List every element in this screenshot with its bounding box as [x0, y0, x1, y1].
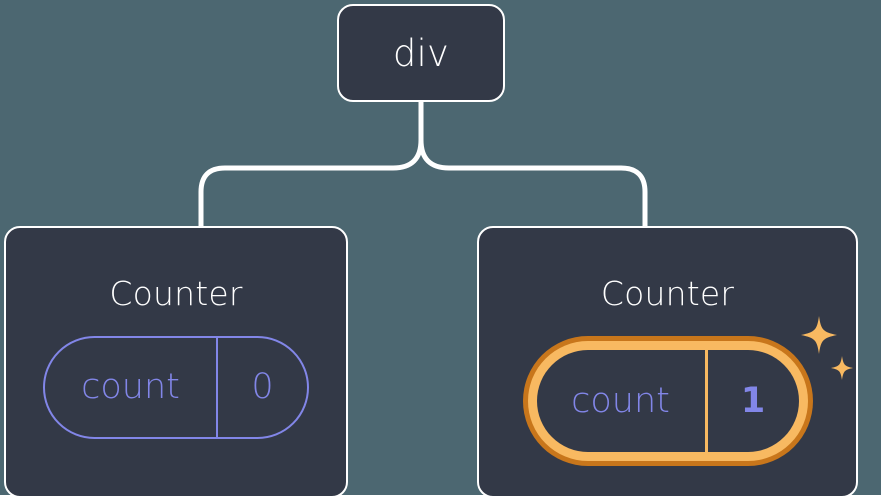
state-pill-right[interactable]: count 1: [522, 336, 813, 466]
node-counter-right[interactable]: Counter count 1: [477, 226, 858, 498]
node-counter-right-title: Counter: [600, 274, 735, 313]
state-pill-left-key: count: [81, 367, 180, 407]
sparkle-small-icon: [830, 356, 853, 380]
connector-left: [198, 99, 424, 229]
state-pill-right-wrap: count 1: [522, 316, 853, 466]
connector-right: [418, 99, 648, 229]
node-counter-left[interactable]: Counter count 0: [4, 226, 348, 498]
state-pill-right-key-cell: count: [537, 350, 708, 452]
node-div-label: div: [392, 31, 450, 75]
state-pill-left[interactable]: count 0: [43, 336, 309, 439]
node-div[interactable]: div: [337, 4, 505, 102]
state-pill-right-highlight-ring: count 1: [527, 341, 808, 461]
state-pill-right-value: 1: [740, 380, 766, 421]
sparkles-icon: [800, 316, 853, 380]
state-pill-left-wrap: count 0: [43, 336, 309, 439]
state-pill-right-core: count 1: [536, 350, 799, 452]
state-pill-left-key-cell: count: [45, 338, 218, 437]
sparkle-large-icon: [800, 316, 837, 354]
state-pill-right-key: count: [571, 380, 670, 421]
state-pill-left-value-cell: 0: [218, 338, 307, 437]
state-pill-left-value: 0: [251, 367, 274, 407]
state-pill-right-value-cell: 1: [708, 350, 799, 452]
node-counter-left-title: Counter: [109, 274, 243, 313]
